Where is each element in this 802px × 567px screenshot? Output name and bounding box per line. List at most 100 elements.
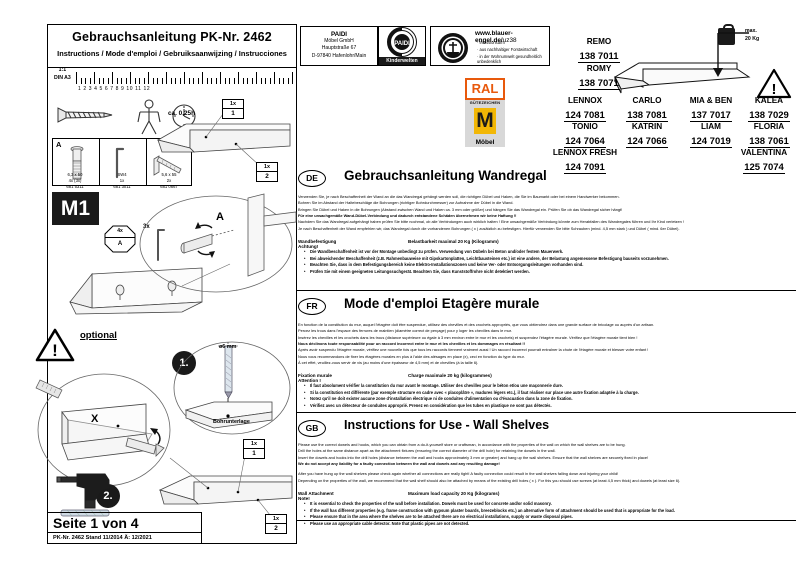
footer-meta: PK-Nr. 2462 Stand 11/2014 Ä: 12/2021 (53, 535, 152, 541)
de-bullet-3: Prüfen Sie mit einem geeigneten Leitungs… (304, 269, 792, 276)
gb-p3: After you have hung up the wall shelves … (298, 471, 619, 477)
scale-ruler: 1:1 DIN A3 1 2 3 4 5 6 7 8 9 10 11 12 (47, 67, 297, 92)
paidi-tagline: Kinderwelten (379, 57, 425, 65)
dowel-icon (35, 379, 63, 399)
ruler-tick (139, 78, 140, 84)
ruler-tick (274, 72, 275, 84)
fr-bullet-3: Vérifiez avec un détecteur de conduites … (304, 403, 792, 410)
fr-attach-label: Fixation murale (298, 373, 332, 379)
octagon-bottom-label: A (105, 237, 135, 250)
detail-allen-key-icon (157, 229, 165, 261)
blue-angel-bullet-1: · aus nachhaltiger Forstwirtschaft (477, 47, 538, 52)
ral-sublabel: GÜTEZEICHEN (465, 100, 505, 106)
ruler-tick (292, 72, 293, 84)
ruler-tick (80, 78, 82, 84)
part-1-qty: 1x (119, 178, 125, 184)
power-drill-icon (56, 473, 110, 509)
ral-quality-mark: RAL GÜTEZEICHEN M Möbel (465, 78, 505, 147)
ruler-tick (229, 78, 230, 84)
ruler-tick (247, 78, 248, 84)
detail-bolt-icon (180, 229, 235, 254)
de-bullet-2: Beachten Sie, dass in dem Befestigungsbe… (304, 262, 792, 269)
gb-note-label: Note! (298, 495, 310, 501)
model-remo: REMO 138 7011 (578, 37, 620, 63)
drill-bit-small-icon (60, 509, 110, 517)
module-label: M1 (60, 197, 91, 220)
gb-bullet-3: Please use an appropriate cable detector… (304, 521, 792, 528)
ruler-tick (85, 78, 86, 84)
manufacturer-name: PAIDI (330, 31, 348, 38)
blue-angel-url: www.blauer-engel.de/uz38 (475, 30, 549, 44)
divider-de-fr (296, 290, 796, 291)
gb-p1: Drill the holes at the same distance apa… (298, 448, 556, 454)
fr-p1: Percez les trous dans l'espace des ferru… (298, 328, 512, 334)
ruler-tick (143, 78, 145, 84)
ruler-tick (283, 78, 284, 84)
part-item-0-text: 6,3 x 50 4x (3x) 681 5311 (53, 172, 97, 190)
fr-bullet-1: Si la constitution est différente (par e… (304, 390, 792, 397)
max-load-value: 20 Kg (745, 35, 760, 42)
footer-box: Seite 1 von 4 PK-Nr. 2462 Stand 11/2014 … (47, 512, 202, 544)
model-kalea: KALEA 138 7029 (748, 96, 790, 122)
callout-qty-4: 1x 2 (265, 514, 287, 534)
fr-p3: Après avoir suspendu l'étagère murale, v… (298, 347, 649, 353)
ruler-tick (98, 78, 100, 84)
body-gb: Please use the correct dowels and hooks,… (298, 442, 792, 527)
ruler-tick (287, 78, 289, 84)
de-capacity-label: Belastbarkeit maximal 20 Kg (Kilogramm) (408, 238, 499, 244)
callout-qty-2: 1x 2 (256, 162, 278, 182)
ral-m-glyph: M (474, 108, 496, 134)
weight-icon (718, 24, 735, 45)
flag-fr: FR (298, 298, 326, 315)
callout-4-num: 2 (274, 525, 278, 532)
part-0-size: 6,3 x 50 (67, 172, 83, 177)
fr-p2: Insérez les chevilles et les crochets da… (298, 334, 638, 340)
ruler-tick (242, 78, 244, 84)
ruler-tick (202, 72, 203, 84)
load-arrow-icon (717, 32, 749, 71)
ruler-tick (130, 72, 131, 84)
ruler-tick (184, 72, 185, 84)
paper-format: DIN A3 (54, 75, 71, 82)
gb-p2: Insert the dowels and hooks into the dri… (298, 454, 649, 460)
scale-ratio: 1:1 (58, 67, 67, 74)
de-bold: Für eine unsachgemäße Wand-Dübel-Verbind… (298, 212, 517, 218)
ral-m-block: M (465, 106, 505, 138)
load-arrow-head (713, 68, 723, 77)
svg-text:!: ! (52, 341, 58, 360)
fr-capacity-label: Charge maximale 20 kg (kilogrammes) (408, 373, 492, 379)
m1-shelf-diagram (69, 263, 231, 494)
callout-1-qty: 1x (223, 100, 243, 109)
assembly-time-label: ca. 0,25h (168, 110, 196, 117)
de-p2: Bringen Sie Dübel und Haken in die Bohru… (298, 206, 623, 212)
paidi-logo-text: PAIDI (394, 41, 410, 47)
octagon-top-label: 4x (117, 228, 123, 234)
bolt-icon (70, 146, 84, 180)
page-title: Gebrauchsanleitung PK-Nr. 2462 (72, 30, 272, 44)
body-de: Verwenden Sie, je nach Beschaffenheit de… (298, 194, 792, 275)
ruler-tick (238, 72, 239, 84)
svg-text:!: ! (772, 81, 777, 98)
ruler-tick (197, 78, 199, 84)
de-p4: Je nach Beschaffenheit der Wand empfehle… (298, 225, 680, 231)
flag-de: DE (298, 170, 326, 187)
ruler-numbers: 1 2 3 4 5 6 7 8 9 10 11 12 (78, 86, 151, 92)
model-liam: LIAM 124 7019 (690, 122, 732, 148)
optional-label: optional (80, 330, 117, 341)
part-0-article: 681 5311 (66, 184, 84, 190)
callout-3-qty: 1x (244, 440, 264, 449)
count-3x-label: 3x (143, 224, 150, 230)
part-1-size: SW4 (117, 172, 127, 177)
max-load-label: max. 20 Kg (745, 28, 781, 43)
drill-support-label: Bohrunterlage (213, 419, 250, 425)
manufacturer-line3: D-97840 Hafenlohr/Main (311, 52, 367, 59)
paidi-logo-mark: PAIDI (387, 27, 417, 57)
optional-hole-mark (116, 424, 120, 428)
model-lennox-fresh: LENNOX FRESH 124 7091 (552, 148, 618, 174)
fr-bullet-2: Notez qu'il ne doit exister aucune zone … (304, 396, 792, 403)
shelf-mount-diagram (158, 449, 293, 521)
max-load-prefix: max. (745, 28, 757, 34)
ruler-tick (107, 78, 109, 84)
step-1-detail-view (173, 341, 291, 435)
ruler-tick (215, 78, 217, 84)
